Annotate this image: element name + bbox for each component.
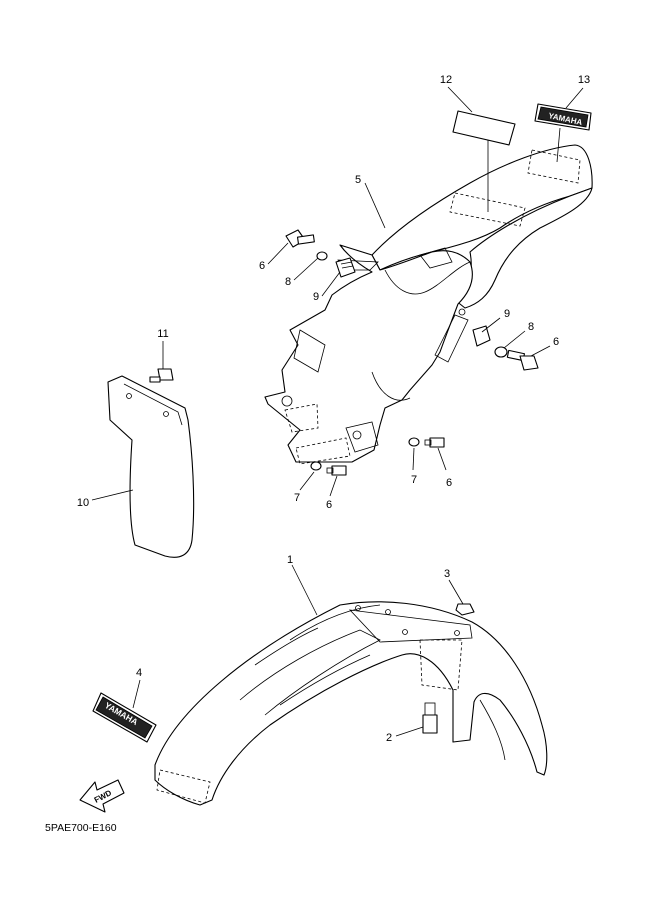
callout-7-lower-left: 7 xyxy=(294,492,300,504)
callout-9-right: 9 xyxy=(504,308,510,320)
clip-9-upper-left xyxy=(335,257,356,278)
bolt-6-lower-left xyxy=(326,465,347,476)
washer-8-right xyxy=(494,346,508,358)
fwd-arrow: FWD xyxy=(79,779,125,813)
rear-yamaha-decal-13: YAMAHA xyxy=(534,103,592,131)
callout-3: 3 xyxy=(444,568,450,580)
callout-9-upper-left: 9 xyxy=(313,291,319,303)
bolt-6-upper-left xyxy=(285,229,315,248)
callout-8-right: 8 xyxy=(528,321,534,333)
callout-6-lower-right: 6 xyxy=(446,477,452,489)
callout-2: 2 xyxy=(386,732,392,744)
rear-fender-5 xyxy=(264,144,593,465)
callout-11: 11 xyxy=(157,328,168,340)
screw-11 xyxy=(149,368,174,383)
callout-4: 4 xyxy=(136,667,142,679)
callout-8-left: 8 xyxy=(285,276,291,288)
collar-7-lower-right xyxy=(408,437,420,447)
bolt-6-right xyxy=(506,349,539,371)
front-fender-1 xyxy=(154,601,548,806)
decal-pad-12 xyxy=(452,110,516,146)
callout-5: 5 xyxy=(355,174,361,186)
callout-10: 10 xyxy=(77,497,89,509)
callout-12: 12 xyxy=(440,74,452,86)
clip-9-right xyxy=(472,325,491,347)
callout-6-upper-left: 6 xyxy=(259,260,265,272)
leader-lines xyxy=(91,86,584,737)
front-yamaha-decal-4: YAMAHA xyxy=(92,692,157,743)
mud-flap-10 xyxy=(107,375,195,558)
callout-6-lower-left: 6 xyxy=(326,499,332,511)
bolt-6-lower-right xyxy=(424,437,445,448)
bolt-2 xyxy=(422,702,438,734)
callout-labels: 12 13 5 6 8 8 9 9 9 8 6 11 7 6 7 6 10 1 … xyxy=(77,74,590,744)
collar-7-lower-left xyxy=(310,461,322,471)
callout-13: 13 xyxy=(578,74,590,86)
callout-7-lower-right: 7 xyxy=(411,474,417,486)
callout-1: 1 xyxy=(287,554,293,566)
washer-8-upper-left xyxy=(316,251,328,261)
callout-6-right: 6 xyxy=(553,336,559,348)
nut-3 xyxy=(455,603,475,616)
diagram-reference-code: 5PAE700-E160 xyxy=(45,822,117,834)
